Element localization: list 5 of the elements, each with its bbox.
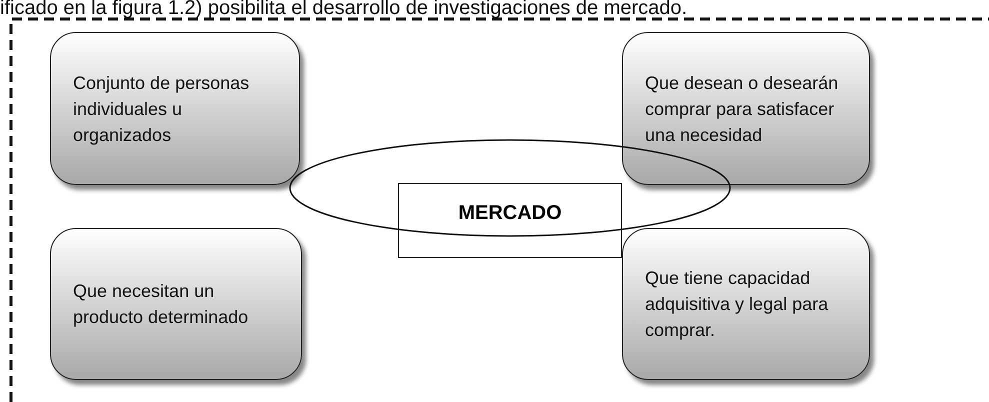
rounded-box: Que necesitan un producto determinado	[50, 228, 302, 380]
rounded-box: Que tiene capacidad adquisitiva y legal para comprar.	[622, 228, 870, 380]
rounded-box: Conjunto de personas individuales u organizados	[50, 32, 300, 185]
rounded-box: Que desean o desearán comprar para satisfacer una necesidad	[622, 32, 870, 185]
title-box: MERCADO	[398, 183, 622, 258]
